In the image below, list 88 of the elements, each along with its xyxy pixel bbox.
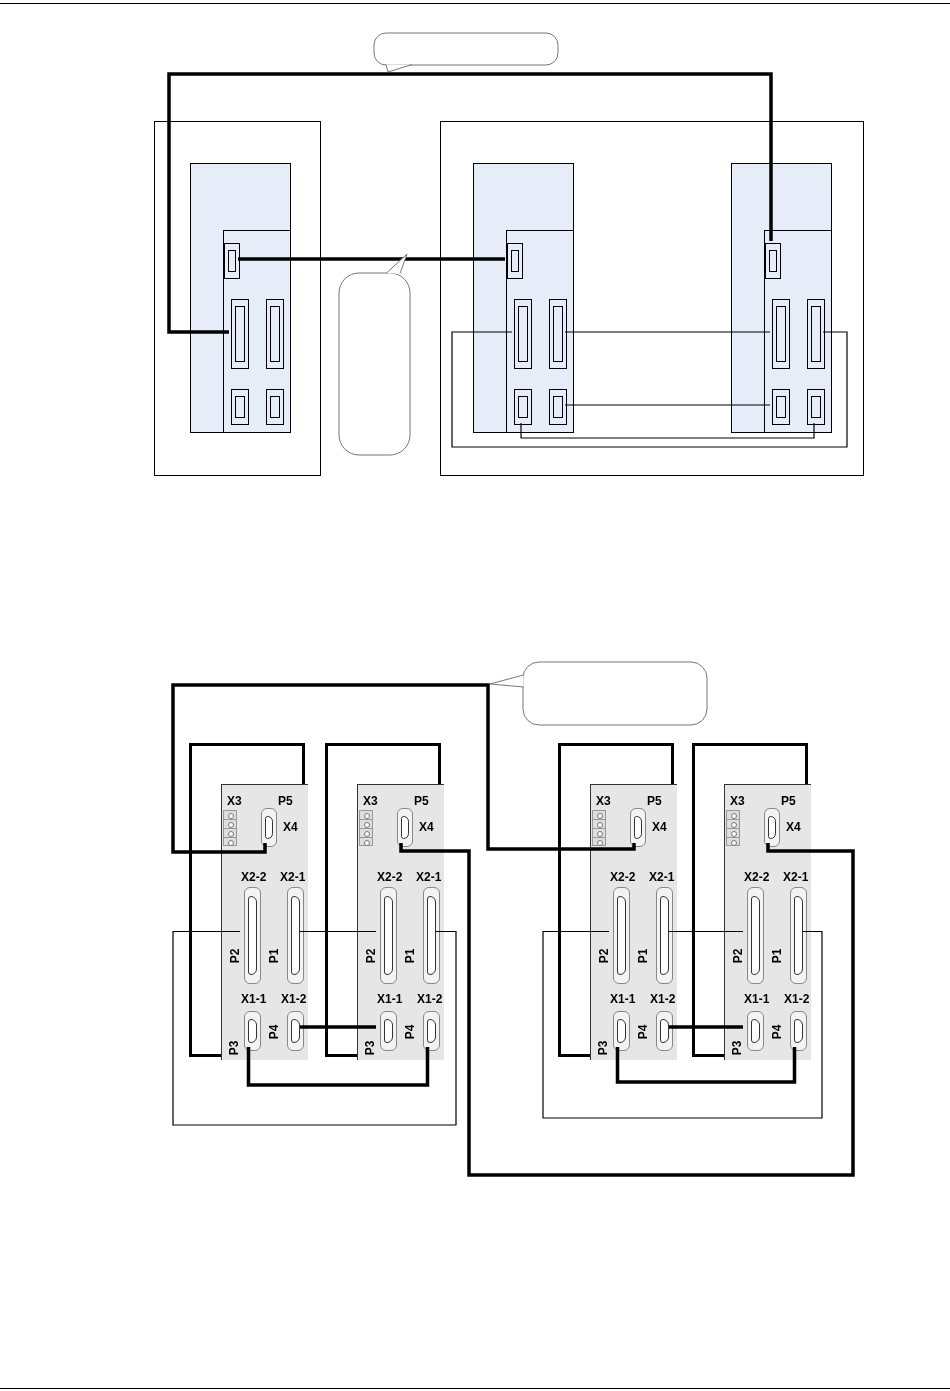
cable [238, 257, 507, 261]
port-label: X2-1 [649, 871, 675, 883]
connector-panel [724, 784, 811, 1060]
cable [299, 930, 377, 933]
port-label: X2-1 [280, 871, 306, 883]
port-label: P2 [365, 948, 378, 964]
port-label: P5 [278, 795, 293, 807]
connector-port [514, 389, 532, 425]
cable [451, 331, 848, 448]
cable [520, 422, 815, 439]
port-label: X3 [730, 795, 745, 807]
cable [300, 1025, 378, 1029]
port-label: X3 [363, 795, 378, 807]
module-frame [325, 743, 441, 1057]
port-label: P1 [637, 948, 650, 964]
cable [167, 72, 773, 334]
port-label: P3 [731, 1040, 744, 1056]
port-label: X3 [227, 795, 242, 807]
port-label: X2-2 [744, 871, 770, 883]
connector-port [772, 389, 790, 425]
port-label: P4 [404, 1024, 417, 1040]
connector-port [549, 299, 567, 369]
port-label: P4 [637, 1024, 650, 1040]
cable [564, 404, 771, 406]
connector-port [549, 389, 567, 425]
port-label: X2-1 [783, 871, 809, 883]
port-label: X4 [283, 821, 298, 833]
drive-module [731, 163, 832, 433]
port-label: X1-1 [241, 993, 267, 1005]
connector-port [266, 389, 284, 425]
port-label: X1-2 [650, 993, 676, 1005]
connector-port [772, 299, 790, 369]
cable [669, 1025, 745, 1029]
module-frame [692, 743, 808, 1057]
connector-port [514, 299, 532, 369]
port-label: P2 [732, 948, 745, 964]
port-label: P5 [781, 795, 796, 807]
port-label: X1-2 [281, 993, 307, 1005]
port-label: P5 [647, 795, 662, 807]
connector-port [507, 243, 523, 279]
connector-port [266, 299, 284, 369]
port-label: P1 [404, 948, 417, 964]
port-label: X2-2 [241, 871, 267, 883]
connector-panel [221, 784, 308, 1060]
enclosure-box [440, 121, 864, 476]
cable [542, 930, 823, 1119]
connector-port [224, 243, 240, 279]
connector-panel [590, 784, 677, 1060]
port-label: P2 [229, 948, 242, 964]
port-label: X1-2 [784, 993, 810, 1005]
port-label: X3 [596, 795, 611, 807]
drive-module [473, 163, 574, 433]
cable [668, 930, 744, 933]
cable [246, 1047, 430, 1087]
port-label: X2-2 [377, 871, 403, 883]
port-label: X1-1 [744, 993, 770, 1005]
drive-module [190, 163, 291, 433]
connector-port [765, 243, 781, 279]
connector-port [807, 299, 825, 369]
port-label: P1 [268, 948, 281, 964]
port-label: P2 [598, 948, 611, 964]
cable [172, 930, 457, 1126]
port-label: P4 [771, 1024, 784, 1040]
connector-port [231, 389, 249, 425]
port-label: P1 [771, 948, 784, 964]
port-label: P3 [228, 1040, 241, 1056]
port-label: X4 [419, 821, 434, 833]
cable [399, 842, 855, 1177]
port-label: X1-1 [610, 993, 636, 1005]
port-label: X4 [786, 821, 801, 833]
port-label: P3 [364, 1040, 377, 1056]
port-label: X2-2 [610, 871, 636, 883]
port-label: X4 [652, 821, 667, 833]
enclosure-box [154, 121, 321, 476]
port-label: X2-1 [416, 871, 442, 883]
port-label: X1-2 [417, 993, 443, 1005]
port-label: P4 [268, 1024, 281, 1040]
port-label: X1-1 [377, 993, 403, 1005]
module-frame [558, 743, 674, 1057]
port-label: P3 [597, 1040, 610, 1056]
port-label: P5 [414, 795, 429, 807]
module-frame [189, 743, 305, 1057]
connector-port [231, 299, 249, 369]
cable [615, 1047, 797, 1084]
connector-port [807, 389, 825, 425]
connector-panel [357, 784, 444, 1060]
cable [564, 331, 771, 333]
cable [171, 683, 636, 854]
